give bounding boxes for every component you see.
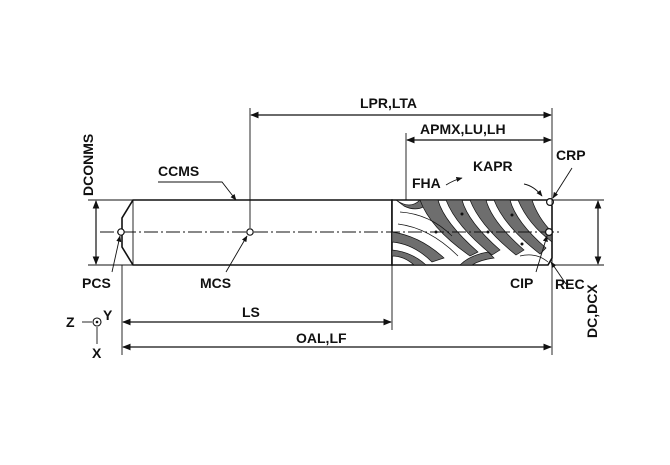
mcs-point bbox=[246, 228, 254, 236]
dimension-lines bbox=[92, 111, 602, 351]
helical-flutes bbox=[392, 200, 552, 265]
rec-leader bbox=[550, 261, 567, 285]
tool-body bbox=[121, 199, 553, 266]
cip-leader bbox=[535, 235, 548, 273]
label-pcs: PCS bbox=[82, 275, 111, 291]
coordinate-system bbox=[82, 317, 102, 344]
crp-leader bbox=[552, 167, 573, 199]
cip-point bbox=[544, 228, 553, 237]
label-rec: REC bbox=[555, 276, 585, 292]
label-fha: FHA bbox=[412, 175, 441, 191]
ccms-leader bbox=[158, 181, 237, 201]
label-mcs: MCS bbox=[200, 275, 231, 291]
pcs-point bbox=[117, 228, 125, 236]
label-lpr-lta: LPR,LTA bbox=[360, 95, 417, 111]
labels: LPR,LTA APMX,LU,LH DCONMS CCMS FHA KAPR … bbox=[66, 95, 600, 361]
fha-arc bbox=[445, 176, 463, 186]
label-dconms: DCONMS bbox=[80, 134, 96, 196]
corner-radius-bottom bbox=[547, 257, 553, 266]
label-kapr: KAPR bbox=[473, 158, 513, 174]
label-ls: LS bbox=[242, 304, 260, 320]
label-cip: CIP bbox=[510, 275, 533, 291]
label-axis-y: Y bbox=[103, 307, 113, 323]
shank-outline bbox=[121, 199, 393, 266]
label-axis-z: Z bbox=[66, 314, 75, 330]
leader-lines bbox=[111, 167, 573, 285]
label-crp: CRP bbox=[556, 147, 586, 163]
label-oal-lf: OAL,LF bbox=[296, 330, 347, 346]
pcs-leader bbox=[111, 235, 122, 273]
label-dc-dcx: DC,DCX bbox=[584, 284, 600, 338]
label-axis-x: X bbox=[92, 345, 102, 361]
extension-lines bbox=[88, 108, 604, 355]
label-apmx-lu-lh: APMX,LU,LH bbox=[420, 121, 506, 137]
label-ccms: CCMS bbox=[158, 163, 199, 179]
kapr-arc bbox=[523, 183, 543, 197]
mcs-leader bbox=[225, 235, 248, 273]
